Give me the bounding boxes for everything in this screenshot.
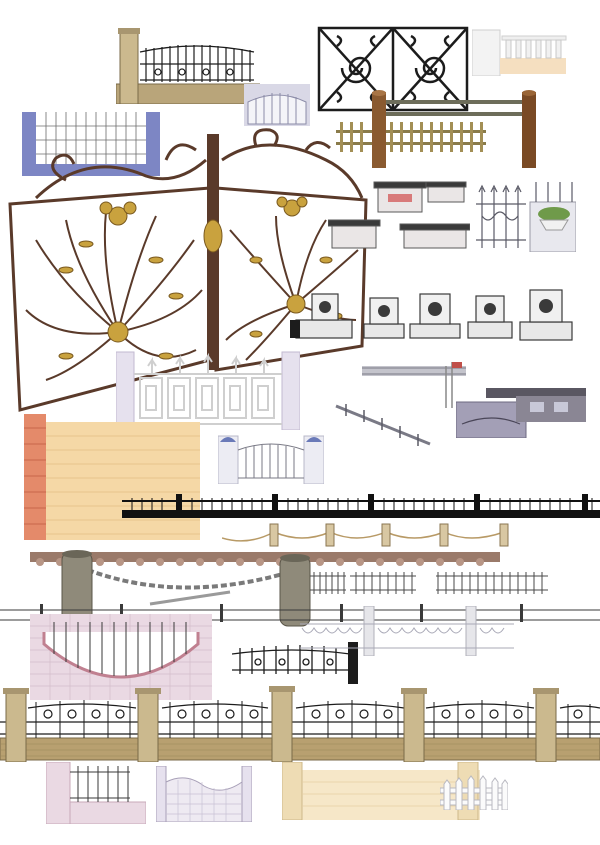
pillar-cap-set: pillar-cap-set xyxy=(328,180,470,254)
small-railing-pieces: small-railing-pieces xyxy=(310,570,416,596)
brick-wall-panel: brick-wall-panel xyxy=(24,414,200,540)
lamp-pillar-heads-row: lamp-pillar-heads-row xyxy=(290,286,574,346)
wood-post-picket-fence: wood-post-picket-fence xyxy=(336,90,542,170)
small-arched-gate: small-arched-gate xyxy=(218,432,324,484)
rope-bollard-fence: rope-bollard-fence xyxy=(222,522,512,548)
chain-bollard-barrier: chain-bollard-barrier xyxy=(30,548,500,628)
long-pillar-fence-bottom: long-pillar-fence-bottom xyxy=(0,686,600,762)
arrow-top-railing-with-planter: arrow-top-railing-with-planter xyxy=(476,182,576,252)
white-geometric-railing: white-geometric-railing xyxy=(116,348,300,430)
long-thin-railing: long-thin-railing xyxy=(436,572,548,594)
short-iron-fence-black: short-iron-fence-black xyxy=(232,640,360,684)
pink-tile-arched-wall: pink-tile-arched-wall xyxy=(30,614,212,700)
pink-pillar-fence-small: pink-pillar-fence-small xyxy=(46,762,146,824)
scroll-grille-panel: scroll-grille-panel xyxy=(317,26,469,112)
diagonal-rail-segment: diagonal-rail-segment xyxy=(334,400,432,448)
ornate-double-gate: ornate-double-gate xyxy=(6,120,370,412)
white-balustrade-segment: white-balustrade-segment xyxy=(472,28,568,76)
long-black-iron-fence: long-black-iron-fence xyxy=(122,494,600,522)
arched-fence-panel-small: arched-fence-panel-small xyxy=(244,84,310,126)
flag-pole-railing: flag-pole-railing xyxy=(362,360,466,408)
pillar-fence-scroll-top: pillar-fence-scroll-top xyxy=(116,28,260,104)
white-picket-fence: white-picket-fence xyxy=(440,774,508,810)
guard-booth-with-gate: guard-booth-with-gate xyxy=(456,384,588,438)
blue-frame-mesh-panel: blue-frame-mesh-panel xyxy=(22,112,160,176)
tile-wall-wavy-top: tile-wall-wavy-top xyxy=(156,766,252,822)
white-lattice-railing: white-lattice-railing xyxy=(300,606,514,656)
